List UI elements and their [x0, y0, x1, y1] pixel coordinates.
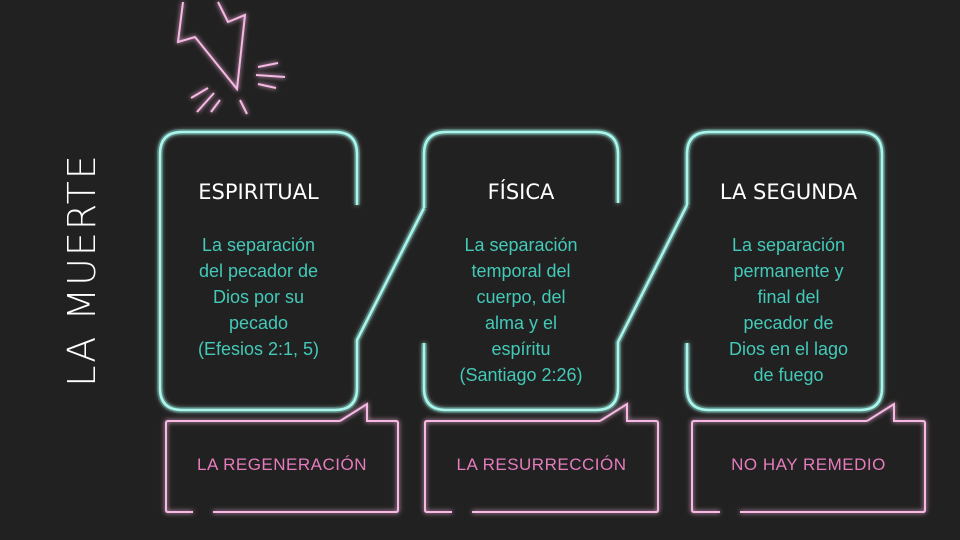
column-heading: ESPIRITUAL [198, 180, 319, 204]
box-segunda-frame [685, 130, 884, 412]
cursor-click-icon [176, 1, 286, 115]
box-fisica-frame [422, 130, 689, 412]
column-heading: LA SEGUNDA [719, 180, 858, 204]
column-heading: FÍSICA [487, 180, 555, 204]
remedy-box-3-frame [691, 402, 926, 513]
remedy-box-2-frame [424, 402, 659, 513]
remedy-box-1-frame [165, 402, 399, 513]
remedy-label-3: NO HAY REMEDIO [731, 455, 886, 474]
box-espiritual-frame [158, 130, 426, 412]
remedy-label-2: LA RESURRECCIÓN [456, 455, 627, 474]
remedy-label-1: LA REGENERACIÓN [197, 455, 367, 474]
slide-title: LA MUERTE [60, 153, 104, 387]
